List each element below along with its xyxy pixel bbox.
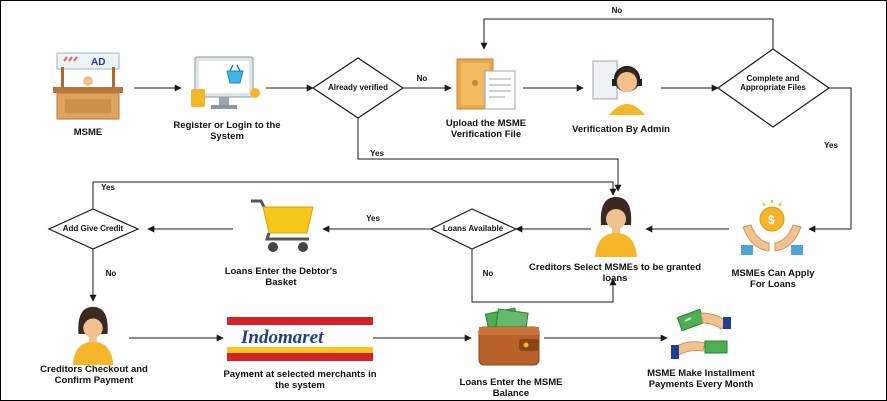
edge-label-yes-loans: Yes [366, 214, 380, 223]
edge-label-yes-add-credit: Yes [101, 183, 115, 192]
merchant-logo-text: Indomaret [240, 327, 324, 348]
edge-label-yes-complete: Yes [824, 141, 838, 150]
upload-label: Upload the MSME Verification File [445, 118, 527, 140]
diamond-add-give-credit [47, 208, 140, 250]
diamond-loans-available [429, 208, 518, 250]
hands-coin-icon: $ [741, 200, 803, 255]
checkout-label: Creditors Checkout and Confirm Payment [40, 364, 148, 386]
diamond-complete-files [716, 48, 831, 128]
indomaret-logo-icon: Indomaret [227, 317, 373, 361]
complete-files-label: Complete and Appropriate Files [740, 74, 806, 93]
creditors-select-label: Creditors Select MSMEs to be granted loa… [528, 262, 702, 284]
register-label: Register or Login to the System [173, 120, 281, 142]
installment-label: MSME Make Installment Payments Every Mon… [647, 368, 755, 390]
msmes-apply-label: MSMEs Can Apply For Loans [731, 268, 815, 290]
arrow-loans-no [471, 246, 617, 303]
edge-label-no-loans: No [482, 269, 494, 278]
add-give-credit-label: Add Give Credit [62, 224, 124, 233]
online-shop-monitor-icon [191, 56, 260, 109]
verification-admin-label: Verification By Admin [572, 124, 670, 135]
msme-label: MSME [73, 127, 103, 138]
diamond-already-verified [311, 57, 405, 119]
shopping-cart-icon [251, 199, 314, 252]
edge-label-no-top: No [611, 6, 623, 15]
arrow-complete-yes [808, 87, 852, 233]
edge-label-no-verified: No [416, 74, 428, 83]
checkout-woman-icon [72, 306, 114, 365]
arrow-complete-no-loop [480, 18, 774, 50]
shop-stall-icon: AD [53, 52, 123, 120]
payment-merchants-label: Payment at selected merchants in the sys… [223, 369, 377, 391]
arrow-credit-yes [92, 181, 617, 209]
debtor-basket-label: Loans Enter the Debtor's Basket [224, 266, 338, 288]
svg-text:$: $ [768, 213, 775, 227]
edge-label-yes-verified: Yes [370, 149, 384, 158]
money-exchange-hands-icon [671, 308, 731, 359]
stall-sign-text: AD [91, 57, 105, 68]
edge-label-no-add-credit: No [105, 269, 117, 278]
file-folder-icon [456, 58, 516, 110]
admin-headset-icon [592, 60, 645, 115]
loans-available-label: Loans Available [442, 224, 504, 233]
already-verified-label: Already verified [327, 83, 389, 92]
wallet-money-icon [478, 307, 540, 366]
msme-balance-label: Loans Enter the MSME Balance [459, 377, 563, 399]
arrow-verified-yes [357, 118, 622, 192]
creditor-woman-icon [595, 197, 637, 257]
